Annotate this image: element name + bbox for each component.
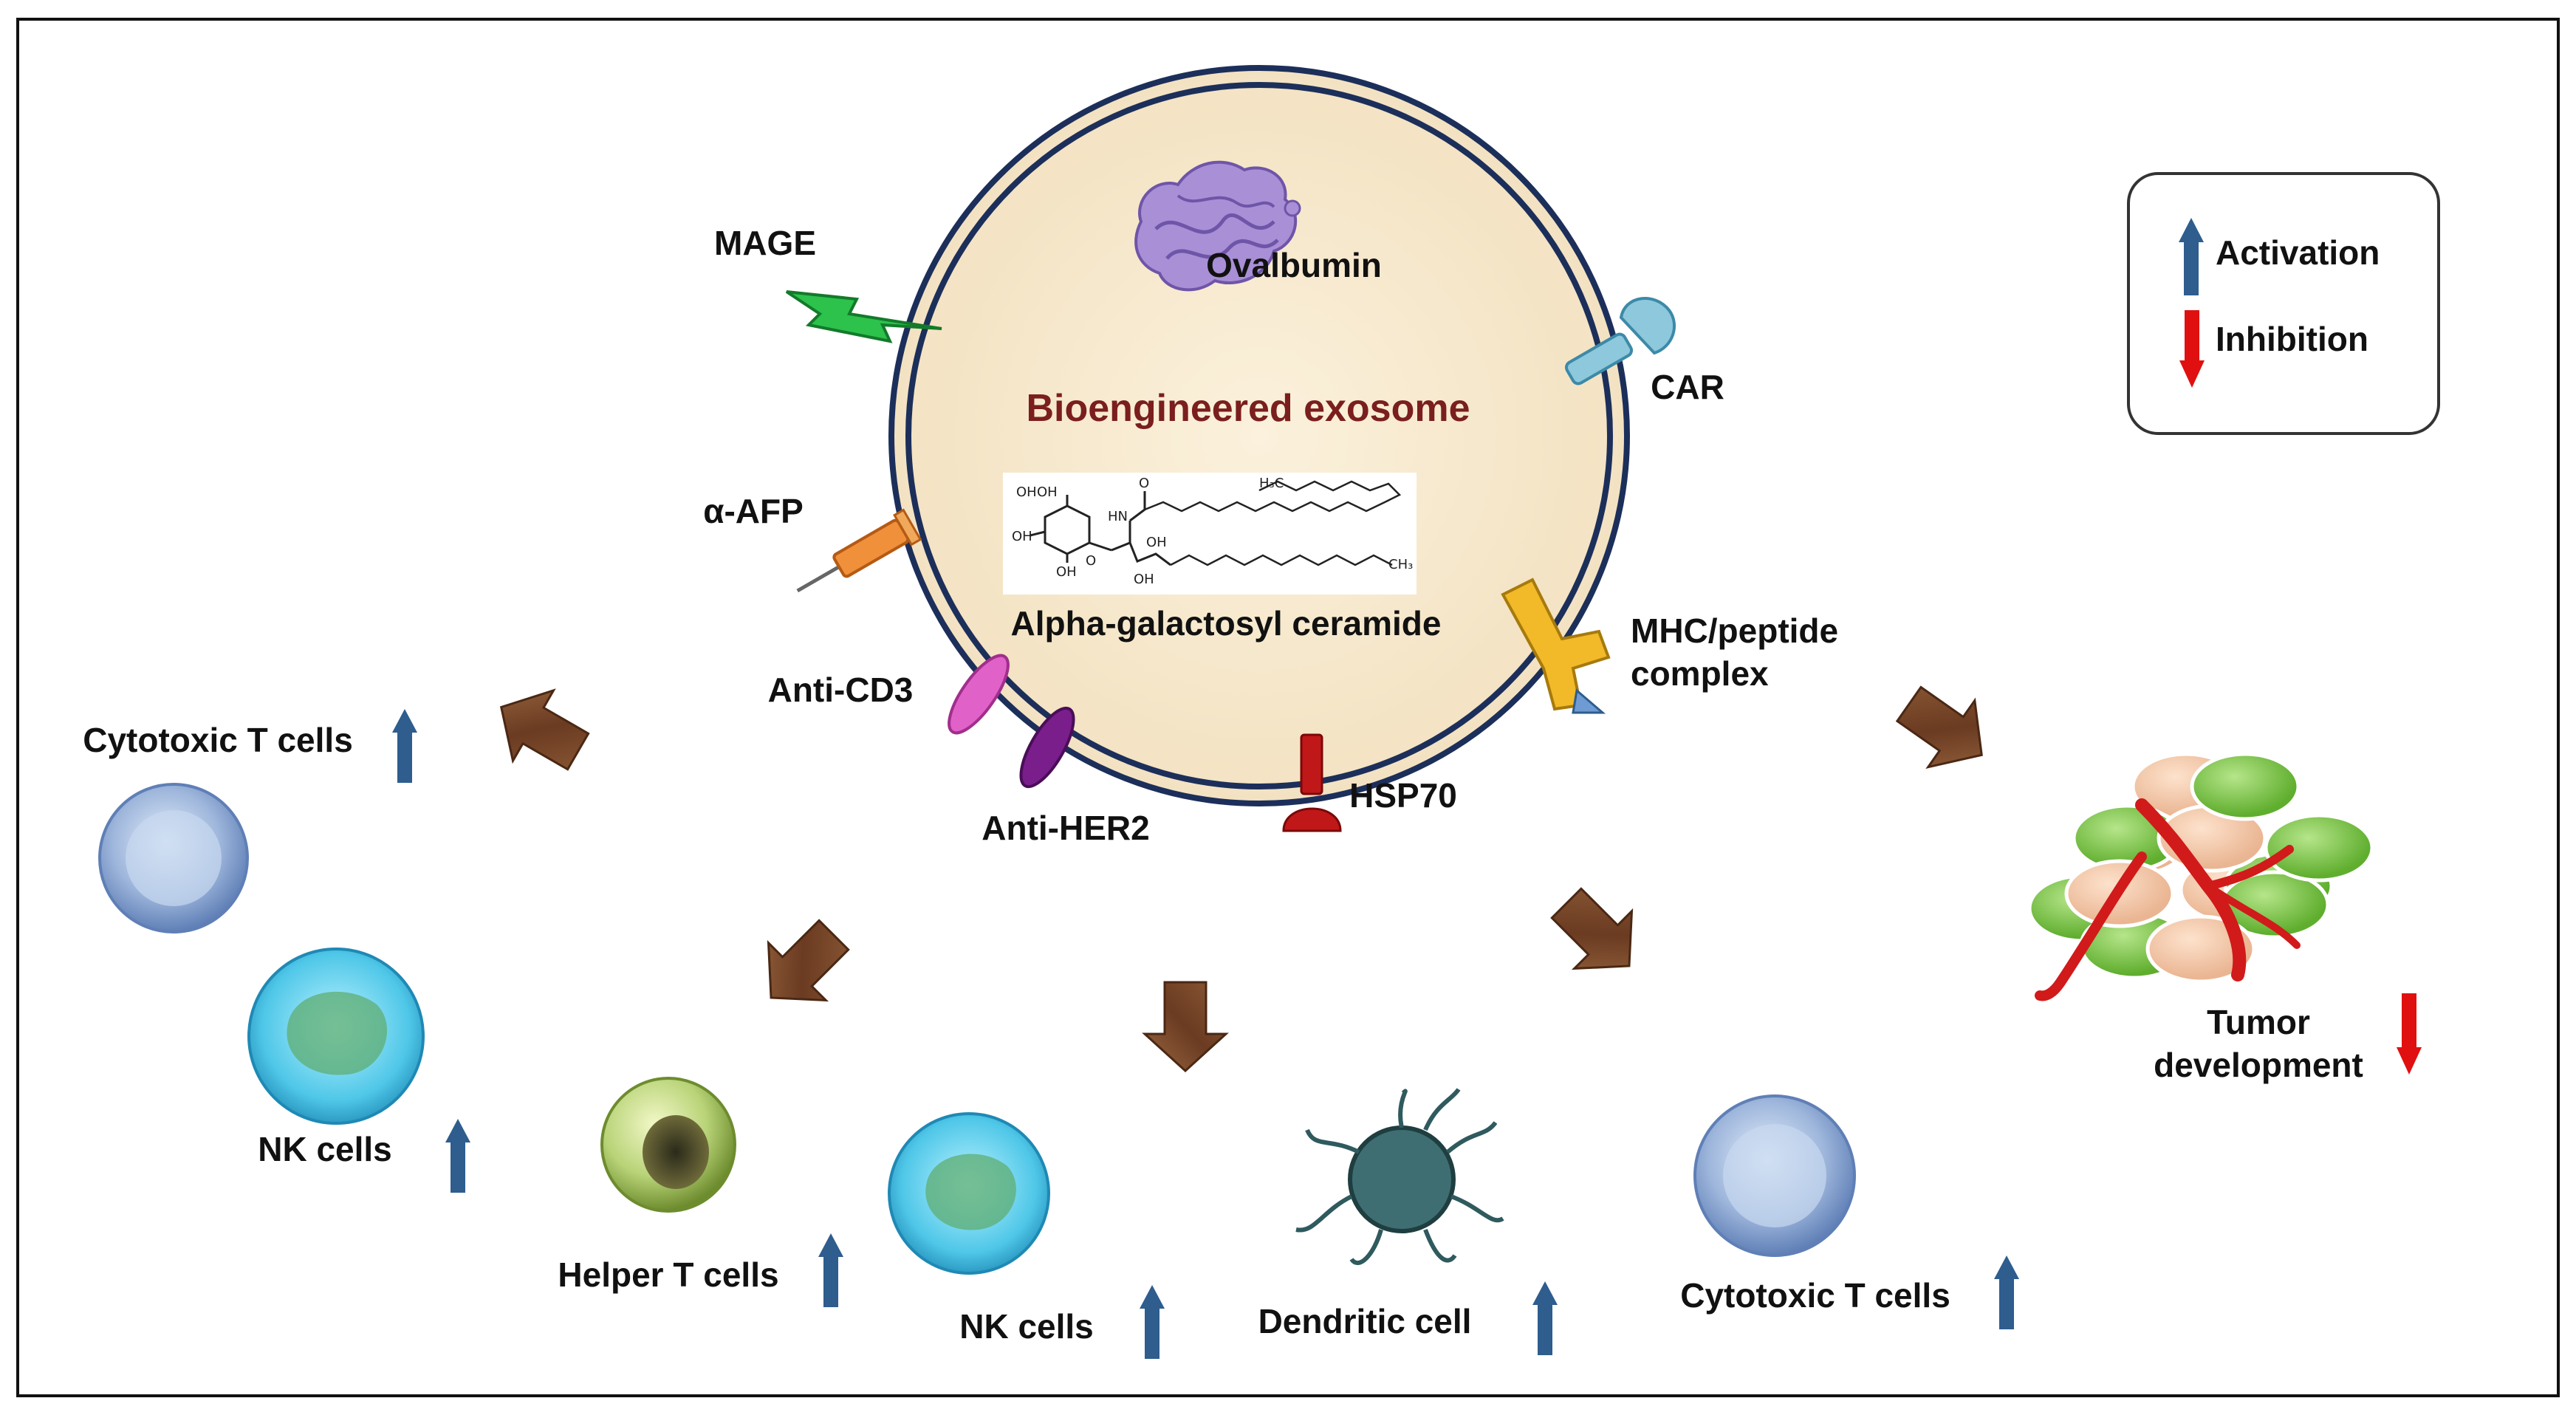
dendritic-label: Dendritic cell <box>1258 1302 1472 1340</box>
car-label: CAR <box>1651 368 1724 406</box>
activation-arrow-icon <box>1994 1255 2019 1329</box>
chem-oh-5: OH <box>1146 535 1167 550</box>
inhibition-arrow-icon <box>2179 310 2205 388</box>
nk-cell-left-icon <box>247 948 425 1125</box>
chem-oh-6: OH <box>1134 572 1154 587</box>
hsp70-label: HSP70 <box>1349 776 1457 815</box>
legend-inhibition: Inhibition <box>2216 320 2368 358</box>
exosome <box>888 65 1630 806</box>
anti-her2-icon <box>1019 706 1075 789</box>
activation-arrow-icon <box>445 1119 470 1193</box>
cytotoxic-right-label: Cytotoxic T cells <box>1680 1276 1950 1315</box>
chem-oh-3: OH <box>1012 529 1032 544</box>
chem-o-1: O <box>1086 553 1096 569</box>
chem-oh-2: OH <box>1037 484 1058 500</box>
car-icon <box>1564 297 1676 386</box>
tumor-label-line2: development <box>2154 1046 2363 1084</box>
legend: Activation Inhibition <box>2127 172 2440 435</box>
exosome-inner-membrane <box>905 82 1613 789</box>
figure-border <box>16 18 2560 1397</box>
arrow-dendritic <box>1550 887 1634 970</box>
legend-box <box>2127 172 2440 435</box>
activation-arrow-icon <box>1532 1281 1558 1355</box>
blood-vessel-icon <box>2035 798 2301 1001</box>
arrow-helper <box>767 919 850 1002</box>
mhc-label-line2: complex <box>1631 654 1769 693</box>
nk-bottom-label: NK cells <box>959 1307 1094 1346</box>
chem-oh-4: OH <box>1056 564 1077 580</box>
exosome-outer-membrane <box>888 65 1630 806</box>
arrow-nk <box>1142 981 1229 1073</box>
helper-label: Helper T cells <box>558 1255 778 1294</box>
activation-arrow-icon <box>818 1233 843 1307</box>
mage-label: MAGE <box>714 224 816 262</box>
nk-left-label: NK cells <box>258 1130 392 1168</box>
cytotoxic-t-cell-right-icon <box>1693 1094 1856 1257</box>
cytotoxic-left-label: Cytotoxic T cells <box>83 721 353 759</box>
glycolipid-label: Alpha-galactosyl ceramide <box>1011 604 1442 643</box>
afp-icon <box>796 508 922 593</box>
chem-oh-1: OH <box>1016 484 1037 500</box>
activation-arrow-icon <box>1140 1285 1165 1359</box>
mhc-label-line1: MHC/peptide <box>1631 611 1838 650</box>
mage-icon <box>785 290 942 343</box>
chem-nh: HN <box>1108 509 1128 524</box>
anti-cd3-label: Anti-CD3 <box>768 671 914 709</box>
dendritic-cell-icon <box>1295 1088 1504 1265</box>
nk-cell-bottom-icon <box>888 1112 1050 1275</box>
exosome-title: Bioengineered exosome <box>1026 387 1470 430</box>
arrow-tumor <box>1895 685 1983 769</box>
anti-cd3-icon <box>948 654 1010 735</box>
hsp70-icon <box>1282 733 1342 832</box>
helper-t-cell-icon <box>600 1077 736 1213</box>
activation-arrow-icon <box>392 709 417 783</box>
arrow-left-cytotoxic <box>499 688 590 771</box>
inhibition-arrow-icon <box>2397 993 2422 1075</box>
cytotoxic-t-cell-left-icon <box>98 783 249 933</box>
mhc-peptide-icon <box>1501 578 1611 714</box>
glycolipid-structure: OH OH OH OH O HN O OH OH H₃C CH₃ <box>1003 473 1417 595</box>
pathway-arrows <box>499 685 1983 1073</box>
chem-methyl-bottom: CH₃ <box>1388 557 1413 572</box>
chem-methyl-top: H₃C <box>1259 476 1284 491</box>
activation-arrow-icon <box>2179 218 2204 295</box>
afp-label: α-AFP <box>703 492 804 530</box>
structure-box <box>1003 473 1417 595</box>
fatty-chain-bottom <box>1170 554 1393 566</box>
fatty-chain-top <box>1144 480 1402 513</box>
chem-o-2: O <box>1139 476 1149 491</box>
ovalbumin-icon <box>1134 160 1301 292</box>
tumor-label-line1: Tumor <box>2207 1003 2310 1041</box>
legend-activation: Activation <box>2216 233 2380 272</box>
anti-her2-label: Anti-HER2 <box>982 809 1149 847</box>
ovalbumin-label: Ovalbumin <box>1206 246 1382 284</box>
